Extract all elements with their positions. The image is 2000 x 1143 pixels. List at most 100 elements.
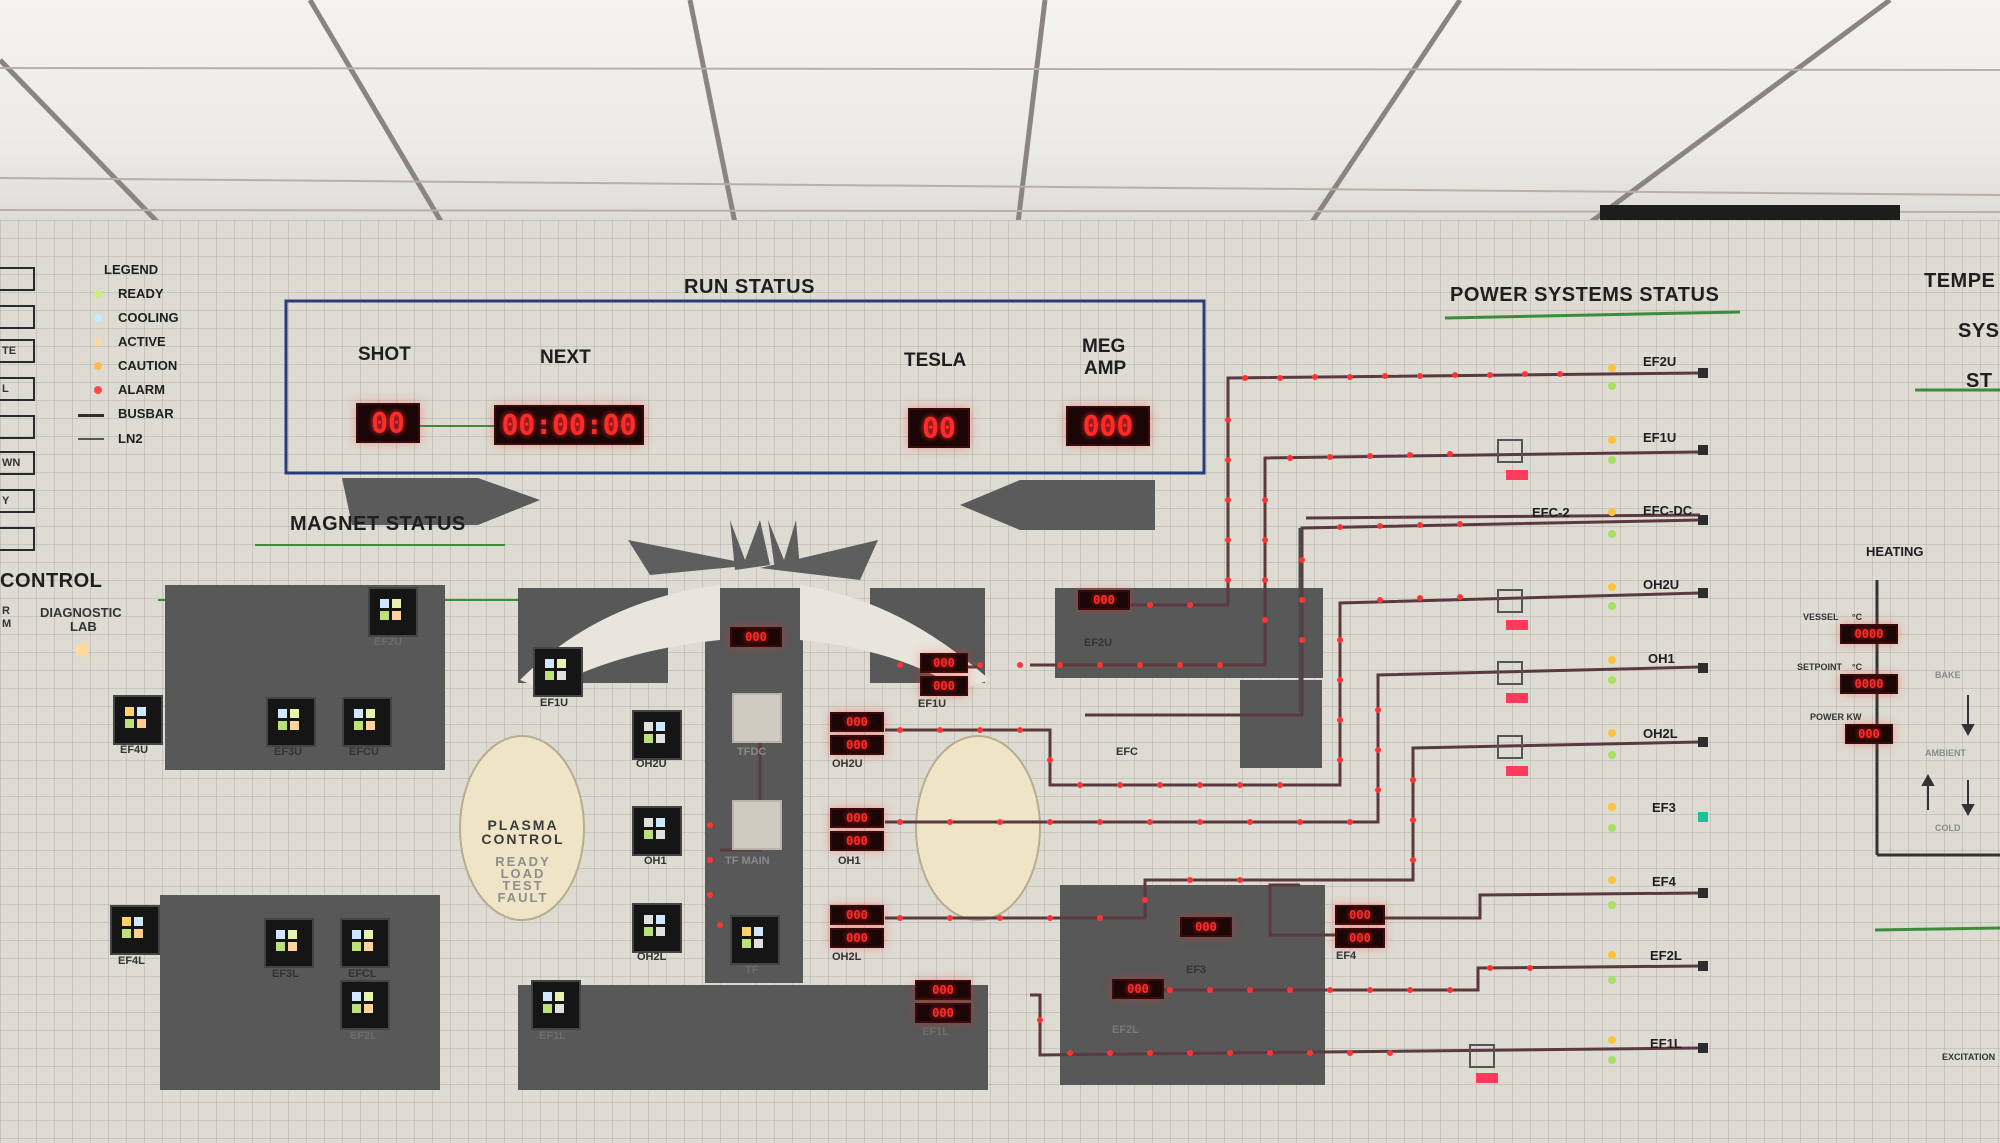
- funnel-right: [960, 480, 1155, 530]
- edge-tag-3: WN: [2, 457, 21, 469]
- edge-cut-label-2: M: [2, 618, 12, 630]
- megamp-display: 000: [1066, 406, 1150, 446]
- diagnostic-label: DIAGNOSTIC: [40, 605, 122, 620]
- vessel-temp-display: 0000: [1840, 624, 1898, 644]
- ef1u-current-display-b: 000: [920, 676, 968, 696]
- plasma-state-fault: FAULT: [497, 890, 549, 905]
- coil-indicator-ef2u: [368, 587, 418, 637]
- supply-label-oh2l: OH2L: [1643, 726, 1678, 741]
- coil-label-tfdc: TFDC: [737, 746, 767, 758]
- oh2u-current-display-a: 000: [830, 712, 884, 732]
- coil-label-ef3u: EF3U: [274, 746, 303, 758]
- power-kw-display: 000: [1845, 724, 1893, 744]
- ef1u-current-display-a: 000: [920, 653, 968, 673]
- megamp-label-2: AMP: [1084, 358, 1127, 379]
- ambient-label: AMBIENT: [1925, 748, 1966, 758]
- supply-label-ef1u: EF1U: [1643, 430, 1677, 445]
- supply-label-ef4: EF4: [1652, 874, 1676, 889]
- coil-label-ef1l: EF1L: [539, 1030, 566, 1042]
- coil-indicator-ef3l: [264, 918, 314, 968]
- megamp-label-1: MEG: [1082, 336, 1126, 357]
- oh1-current-display-a: 000: [830, 808, 884, 828]
- edge-tag-2: L: [2, 383, 9, 395]
- tesla-label: TESLA: [904, 350, 967, 371]
- display-label-ef2u: EF2U: [1084, 637, 1113, 649]
- coil-indicator-ef4l: [110, 905, 160, 955]
- edge-tag-1: TE: [2, 345, 17, 357]
- power-systems-title: POWER SYSTEMS STATUS: [1450, 284, 1720, 306]
- ef1l-current-display-b: 000: [915, 1003, 971, 1023]
- coil-label-ef2u: EF2U: [374, 636, 403, 648]
- plasma-control-title: PLASMA CONTROL: [470, 818, 576, 846]
- coil-label-oh1: OH1: [644, 855, 667, 867]
- setpoint-display: 0000: [1840, 674, 1898, 694]
- legend-caution-label: CAUTION: [118, 358, 178, 373]
- setpoint-unit: °C: [1852, 662, 1863, 672]
- active-indicator: [94, 338, 102, 346]
- coil-indicator-ef1u: [533, 647, 583, 697]
- display-label-oh2l: OH2L: [832, 951, 862, 963]
- ef1l-current-display-a: 000: [915, 980, 971, 1000]
- vessel-unit: °C: [1852, 612, 1863, 622]
- plasma-title-line-1: PLASMA: [487, 817, 559, 833]
- plasma-vessel-right: [915, 735, 1041, 921]
- run-status-title: RUN STATUS: [684, 276, 815, 298]
- coil-label-efcu: EFCU: [349, 746, 379, 758]
- caution-indicator: [94, 362, 102, 370]
- coil-indicator-tfdc: [732, 693, 782, 743]
- plasma-state-test: TEST: [502, 878, 544, 893]
- coil-indicator-ef3u: [266, 697, 316, 747]
- ef2u-current-display: 000: [1078, 590, 1130, 610]
- power-kw-label: POWER KW: [1810, 712, 1862, 722]
- display-label-ef2l: EF2L: [1112, 1024, 1139, 1036]
- legend-ln2-label: LN2: [118, 431, 143, 446]
- legend-title: LEGEND: [104, 262, 159, 277]
- ef3-current-display: 000: [1180, 917, 1232, 937]
- coil-indicator-tf: [730, 915, 780, 965]
- display-label-ef1l: EF1L: [922, 1026, 949, 1038]
- legend-busbar-label: BUSBAR: [118, 406, 174, 421]
- coil-indicator-efcu: [342, 697, 392, 747]
- legend-cooling-label: COOLING: [118, 310, 179, 325]
- heating-label: HEATING: [1866, 544, 1924, 559]
- coil-label-oh2u: OH2U: [636, 758, 667, 770]
- temperature-title-line-2: SYS: [1958, 320, 2000, 342]
- ef4-current-display-a: 000: [1335, 905, 1385, 925]
- next-label: NEXT: [540, 347, 591, 368]
- ef4-current-display-b: 000: [1335, 928, 1385, 948]
- cooling-indicator: [94, 314, 102, 322]
- legend-alarm-label: ALARM: [118, 382, 165, 397]
- next-display: 00:00:00: [494, 405, 644, 445]
- magnet-status-title: MAGNET STATUS: [290, 513, 466, 535]
- lab-label: LAB: [70, 619, 97, 634]
- ln2-swatch: [78, 438, 104, 440]
- edge-cut-label-1: R: [2, 605, 10, 617]
- ef2l-current-display: 000: [1112, 979, 1164, 999]
- supply-label-efc-dc: EFC-DC: [1643, 503, 1693, 518]
- coil-indicator-oh2u: [632, 710, 682, 760]
- busbar-alarm-lights: [707, 371, 1563, 1056]
- coil-label-ef4l: EF4L: [118, 955, 145, 967]
- coil-label-tf: TF: [745, 964, 759, 976]
- plasma-title-line-2: CONTROL: [481, 831, 565, 847]
- coil-indicator-oh1: [632, 806, 682, 856]
- alarm-indicator: [94, 386, 102, 394]
- coil-indicator-ef2l: [340, 980, 390, 1030]
- oh2l-current-display-b: 000: [830, 928, 884, 948]
- edge-tag-4: Y: [2, 495, 10, 507]
- supply-label-ef1l: EF1L: [1650, 1036, 1682, 1051]
- display-label-oh1: OH1: [838, 855, 861, 867]
- tf-current-display: 000: [730, 627, 782, 647]
- plasma-vessel-left: [459, 735, 585, 921]
- busbar-swatch: [78, 414, 104, 417]
- coil-indicator-tf-main: [732, 800, 782, 850]
- cold-label: COLD: [1935, 823, 1961, 833]
- temperature-title-line-1: TEMPE: [1924, 270, 1996, 292]
- display-label-oh2u: OH2U: [832, 758, 863, 770]
- plasma-state-load: LOAD: [500, 866, 546, 881]
- supply-label-ef3: EF3: [1652, 800, 1676, 815]
- coil-label-efcl: EFCL: [348, 968, 377, 980]
- legend-active-label: ACTIVE: [118, 334, 166, 349]
- oh2u-current-display-b: 000: [830, 735, 884, 755]
